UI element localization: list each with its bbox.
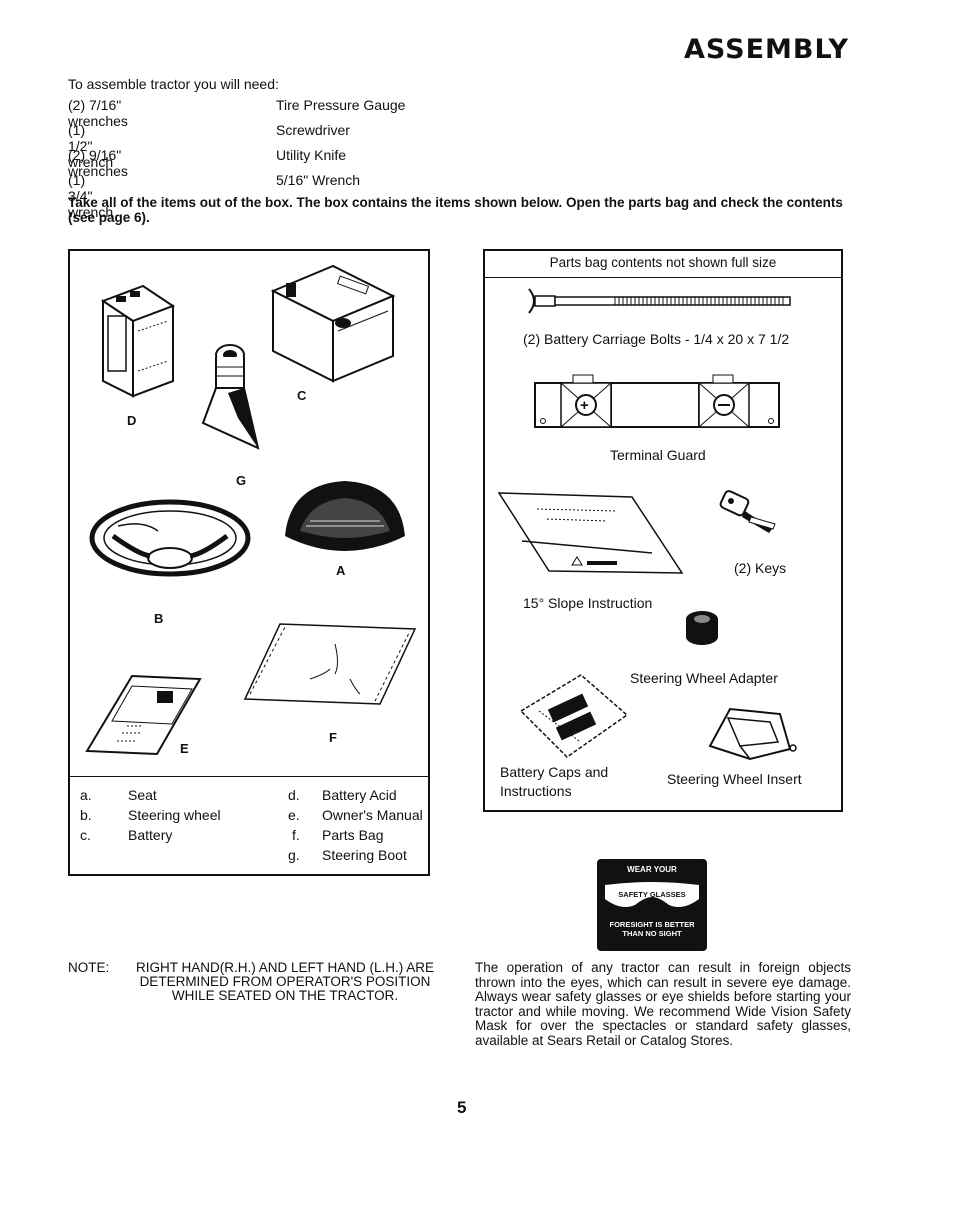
label-e: E (180, 741, 189, 756)
battery-caps-illustration (519, 674, 629, 758)
safety-glasses-icon (605, 882, 699, 907)
tool-item: Utility Knife (276, 147, 347, 163)
tool-item: (2) 7/16" wrenches (68, 97, 128, 129)
steering-wheel-illustration (89, 499, 251, 577)
legend-name: Parts Bag (322, 827, 384, 843)
label-b: B (154, 611, 164, 626)
legend-key: d. (288, 787, 300, 803)
battery-acid-illustration (100, 284, 176, 398)
legend-name: Battery Acid (322, 787, 397, 803)
page-number: 5 (457, 1098, 467, 1117)
legend-name: Battery (128, 827, 173, 843)
tool-item: 5/16" Wrench (276, 172, 361, 188)
steering-wheel-insert-illustration (708, 707, 797, 761)
tool-item: (2) 9/16" wrenches (68, 147, 128, 179)
tool-item: Screwdriver (276, 122, 350, 138)
box-contents-panel: C D G A B F E a. Seat b. Steering wheel … (68, 249, 430, 876)
keys-illustration (719, 490, 776, 533)
legend-name: Owner's Manual (322, 807, 423, 823)
keys-label: (2) Keys (734, 560, 787, 576)
safety-sign-line3: FORESIGHT IS BETTER THAN NO SIGHT (597, 920, 707, 938)
owners-manual-illustration (85, 674, 202, 756)
insert-label: Steering Wheel Insert (667, 771, 802, 787)
steering-wheel-adapter-illustration (686, 611, 718, 645)
legend-key: a. (80, 787, 92, 803)
label-f: F (329, 730, 337, 745)
seat-illustration (285, 481, 405, 551)
safety-paragraph: The operation of any tractor can result … (475, 960, 851, 1048)
terminal-guard-illustration: + (534, 374, 780, 428)
slope-label: 15° Slope Instruction (523, 595, 653, 611)
label-g: G (236, 473, 247, 488)
legend-name: Seat (128, 787, 157, 803)
legend-name: Steering Boot (322, 847, 407, 863)
tool-item: Tire Pressure Gauge (276, 97, 406, 113)
svg-text:+: + (580, 397, 589, 414)
parts-bag-panel: Parts bag contents not shown full size (… (483, 249, 843, 812)
legend-key: g. (288, 847, 300, 863)
tool-item: (1) 1/2" wrench (68, 122, 114, 170)
carriage-bolt-illustration (528, 288, 791, 314)
note-text: RIGHT HAND(R.H.) AND LEFT HAND (L.H.) AR… (135, 960, 435, 1003)
safety-sign-line1: WEAR YOUR (627, 865, 677, 874)
instruction-text: Take all of the items out of the box. Th… (68, 195, 843, 225)
legend-key: b. (80, 807, 92, 823)
tool-item: (1) 3/4" wrench (68, 172, 114, 220)
slope-instruction-illustration (497, 492, 684, 574)
label-c: C (297, 388, 307, 403)
legend-divider (70, 776, 428, 777)
legend-key: f. (292, 827, 300, 843)
page-title: ASSEMBLY (684, 34, 850, 65)
bolts-label: (2) Battery Carriage Bolts - 1/4 x 20 x … (523, 331, 790, 347)
intro-text: To assemble tractor you will need: (68, 76, 279, 92)
label-d: D (127, 413, 137, 428)
label-a: A (336, 563, 346, 578)
caps-label-line1: Battery Caps and (500, 764, 609, 780)
parts-bag-illustration (243, 623, 417, 705)
safety-sign-line3a: FORESIGHT IS BETTER (609, 920, 695, 929)
adapter-label: Steering Wheel Adapter (630, 670, 778, 686)
safety-glasses-sign: WEAR YOUR SAFETY GLASSES FORESIGHT IS BE… (597, 859, 707, 951)
steering-boot-illustration (201, 344, 260, 450)
legend-name: Steering wheel (128, 807, 221, 823)
safety-sign-line2: SAFETY GLASSES (618, 890, 686, 899)
note-label: NOTE: (68, 960, 110, 975)
legend-key: c. (80, 827, 91, 843)
battery-illustration (270, 264, 396, 383)
legend-key: e. (288, 807, 300, 823)
safety-sign-line3b: THAN NO SIGHT (622, 929, 682, 938)
terminal-guard-label: Terminal Guard (610, 447, 706, 463)
caps-label-line2: Instructions (500, 783, 572, 799)
parts-bag-header: Parts bag contents not shown full size (485, 251, 841, 278)
